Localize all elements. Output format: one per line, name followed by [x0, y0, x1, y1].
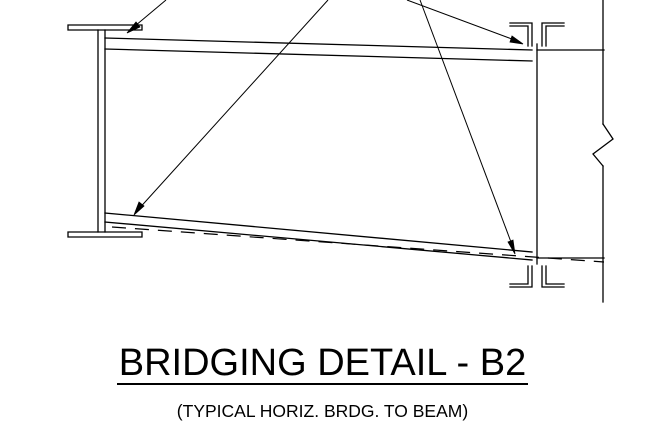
top-clip-angles [509, 22, 565, 47]
top-bridging-member [104, 37, 533, 62]
right-beam [536, 0, 614, 303]
detail-title: BRIDGING DETAIL - B2 [0, 341, 645, 385]
detail-subtitle: (TYPICAL HORIZ. BRDG. TO BEAM) [176, 401, 469, 421]
bottom-clip-angles [509, 265, 565, 288]
left-column [67, 24, 143, 238]
bottom-bridging-member [104, 212, 605, 263]
leader-lines [126, 0, 524, 255]
detail-title-text: BRIDGING DETAIL - B2 [116, 342, 529, 385]
